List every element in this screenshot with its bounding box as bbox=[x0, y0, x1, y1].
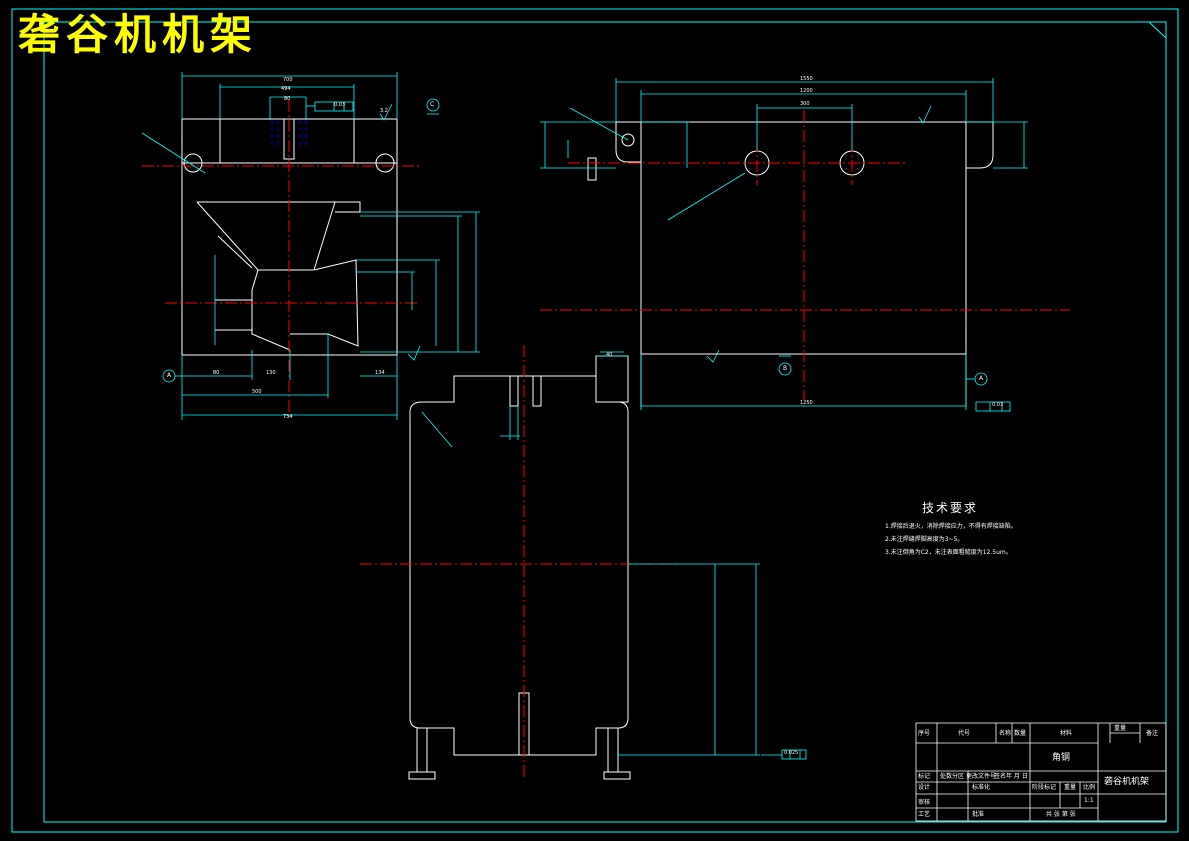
section-c-circle bbox=[426, 98, 440, 112]
tech-requirement-item: 2.未注焊缝焊脚高度为3~5。 bbox=[885, 536, 964, 543]
tolerance-value-bottom: 0.025 bbox=[784, 750, 799, 756]
svg-text:500: 500 bbox=[252, 389, 262, 395]
title-block-cell: 签名 bbox=[994, 773, 1007, 780]
side-view-dimensions bbox=[540, 78, 1028, 412]
flatness-value-top: 0.03 bbox=[334, 102, 346, 108]
side-view-small-hole bbox=[621, 133, 635, 147]
front-view-hole-right bbox=[375, 153, 395, 173]
svg-text:734: 734 bbox=[283, 414, 293, 420]
title-block-cell: 审核 bbox=[918, 799, 931, 806]
front-view-centerlines bbox=[142, 100, 420, 420]
inner-frame bbox=[43, 21, 1167, 823]
title-block-cell: 重量 bbox=[1064, 784, 1077, 791]
title-block-cell: 重量 bbox=[1114, 725, 1127, 732]
part-name-label: 砻谷机机架 bbox=[1104, 777, 1150, 787]
material-label: 角钢 bbox=[1052, 753, 1071, 763]
front-view-hole-left bbox=[183, 153, 203, 173]
svg-text:130: 130 bbox=[266, 370, 276, 376]
front-view-slot bbox=[283, 118, 295, 160]
title-block-cell: 标准化 bbox=[972, 784, 991, 791]
plan-view-dimensions bbox=[421, 351, 807, 760]
section-mark: A bbox=[167, 372, 172, 379]
title-block-cell: 代号 bbox=[958, 730, 971, 737]
tolerance-frame-bottom bbox=[781, 749, 807, 760]
title-block-cell: 材料 bbox=[1060, 730, 1073, 737]
tech-requirement-item: 1.焊接后退火，消除焊接应力，不得有焊接缺陷。 bbox=[885, 523, 1017, 530]
side-view-centerlines bbox=[540, 110, 1070, 400]
title-block-cell: 设计 bbox=[918, 784, 931, 791]
svg-text:300: 300 bbox=[800, 101, 810, 107]
front-view-dimensions bbox=[141, 72, 480, 420]
svg-text:1550: 1550 bbox=[800, 76, 813, 82]
title-block-cell: 备注 bbox=[1146, 730, 1159, 737]
title-block-cell: 标记 bbox=[918, 773, 931, 780]
title-block-cell: 处数 bbox=[940, 773, 953, 780]
plan-view-centerlines bbox=[360, 345, 680, 780]
roughness-value: 3.2 bbox=[380, 108, 388, 114]
tolerance-frame-right bbox=[975, 401, 1011, 412]
tech-requirements-heading: 技术要求 bbox=[922, 501, 979, 515]
dimension-labels: 700 494 80 734 500 80 130 134 1550 1200 … bbox=[213, 76, 813, 420]
title-block-cell: 阶段标记 bbox=[1032, 784, 1057, 791]
drawing-title: 砻谷机机架 bbox=[18, 10, 259, 59]
section-mark: C bbox=[430, 101, 435, 108]
title-block-cell: 序号 bbox=[918, 730, 931, 737]
outer-border bbox=[11, 8, 1179, 833]
svg-text:40: 40 bbox=[606, 352, 612, 358]
title-block-cell: 工艺 bbox=[918, 811, 931, 818]
tolerance-value-right: 0.03 bbox=[992, 402, 1004, 408]
svg-text:80: 80 bbox=[213, 370, 219, 376]
svg-text:700: 700 bbox=[283, 77, 293, 83]
title-block-cell: 批准 bbox=[972, 811, 985, 818]
title-block-cell: 年 月 日 bbox=[1006, 773, 1028, 780]
top-right-corner-mark bbox=[1147, 21, 1167, 40]
svg-text:80: 80 bbox=[284, 96, 290, 102]
title-block-cell: 比例 bbox=[1083, 784, 1096, 791]
title-block-cell: 名称 bbox=[999, 730, 1012, 737]
scale-value: 1:1 bbox=[1084, 797, 1094, 804]
section-mark: A bbox=[979, 375, 984, 382]
svg-text:1250: 1250 bbox=[800, 400, 813, 406]
svg-text:494: 494 bbox=[281, 86, 291, 92]
title-block-cell: 更改文件号 bbox=[966, 773, 997, 780]
svg-text:1200: 1200 bbox=[800, 88, 813, 94]
tech-requirement-item: 3.未注倒角为C2，未注表面粗糙度为12.5um。 bbox=[885, 549, 1012, 556]
side-view-bracket bbox=[587, 157, 597, 181]
title-block-cell: 分区 bbox=[952, 773, 965, 780]
title-block-cell: 数量 bbox=[1014, 730, 1027, 737]
sheet-count: 共 张 第 张 bbox=[1046, 811, 1076, 818]
svg-text:134: 134 bbox=[375, 370, 385, 376]
section-mark: B bbox=[783, 365, 788, 372]
section-b-circle-side bbox=[778, 362, 792, 376]
